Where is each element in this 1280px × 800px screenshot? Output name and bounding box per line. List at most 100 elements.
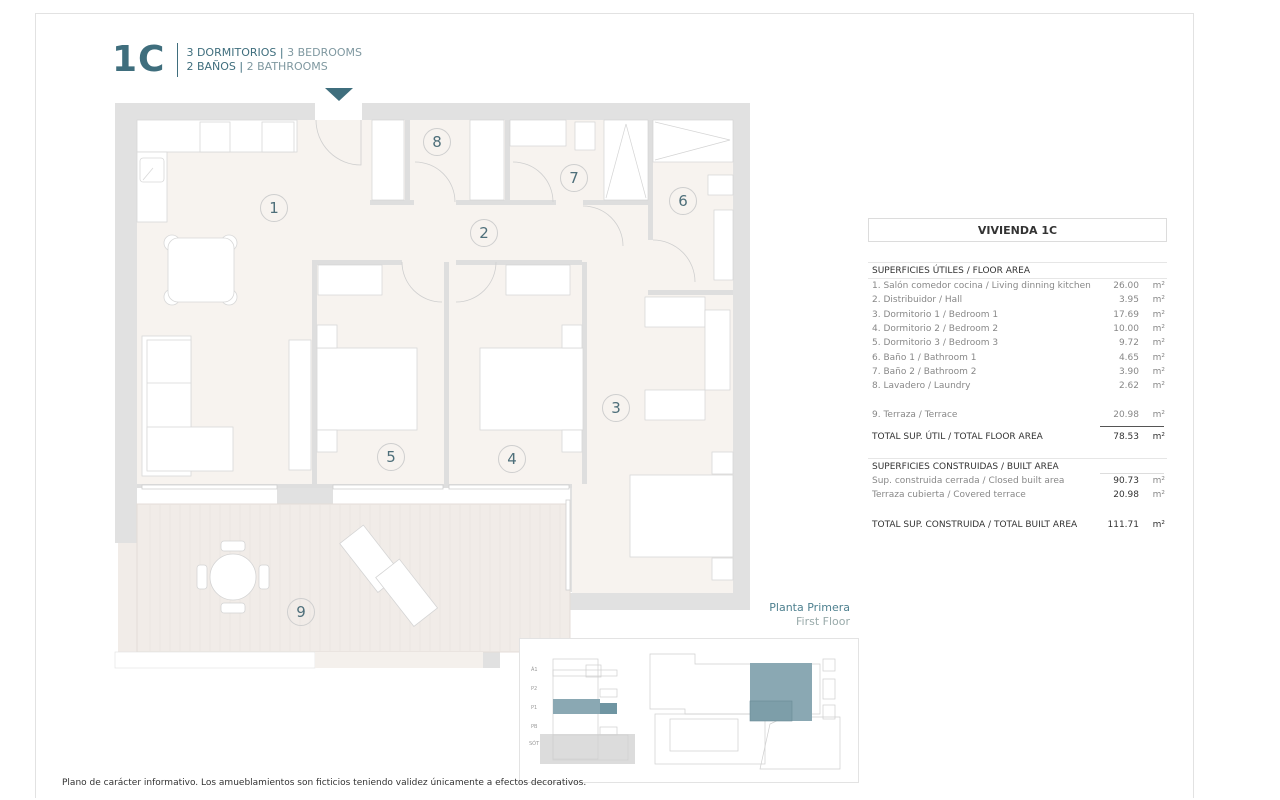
unit-code: 1C — [112, 39, 166, 80]
room-number-7: 7 — [560, 164, 588, 192]
row-unit: m² — [1152, 366, 1165, 377]
kitchen — [136, 119, 298, 223]
total-floor-area-row: TOTAL SUP. ÚTIL / TOTAL FLOOR AREA 78.53… — [868, 430, 1167, 444]
level-label-sot: SÓT — [529, 741, 540, 747]
floor-row: 4. Dormitorio 2 / Bedroom 2 10.00 m² — [868, 322, 1167, 336]
room-number-6: 6 — [669, 187, 697, 215]
row-unit: m² — [1152, 309, 1165, 320]
bath-fixtures — [469, 119, 734, 281]
row-unit: m² — [1152, 352, 1165, 363]
floor-row: 1. Salón comedor cocina / Living dinning… — [868, 279, 1167, 293]
row-value: 10.00 — [1113, 324, 1139, 335]
windows — [141, 484, 571, 591]
bedrooms-sep: | — [279, 46, 284, 59]
row-unit: m² — [1152, 338, 1165, 349]
built-row: Terraza cubierta / Covered terrace 20.98… — [868, 488, 1167, 502]
bedrooms-line: 3 DORMITORIOS | 3 BEDROOMS — [186, 46, 362, 60]
total-label: TOTAL SUP. ÚTIL / TOTAL FLOOR AREA — [872, 431, 1043, 442]
total-value: 111.71 — [1107, 520, 1140, 531]
level-label-p1: P1 — [531, 705, 538, 711]
total-divider — [1100, 425, 1164, 427]
room-number-4: 4 — [498, 445, 526, 473]
row-label: 8. Lavadero / Laundry — [872, 381, 971, 392]
bathrooms-sep: | — [239, 60, 244, 73]
row-label: Terraza cubierta / Covered terrace — [872, 490, 1026, 501]
level-label-pb: PB — [531, 724, 538, 730]
room-number-1: 1 — [260, 194, 288, 222]
room-number-5: 5 — [377, 443, 405, 471]
total-unit: m² — [1152, 520, 1165, 531]
terrace — [114, 503, 571, 669]
row-label: 4. Dormitorio 2 / Bedroom 2 — [872, 324, 999, 335]
entrance-arrow-icon — [325, 88, 353, 101]
terrace-furniture — [196, 524, 439, 628]
row-value: 26.00 — [1113, 281, 1139, 292]
row-label: 1. Salón comedor cocina / Living dinning… — [872, 281, 1091, 292]
row-value: 20.98 — [1113, 490, 1139, 501]
floor-label-es: Planta Primera — [769, 601, 850, 614]
row-value: 17.69 — [1113, 309, 1139, 320]
sofa — [141, 335, 234, 477]
level-label-a1: Á1 — [531, 667, 538, 673]
bedrooms-en: 3 BEDROOMS — [287, 46, 363, 59]
floor-row: 8. Lavadero / Laundry 2.62 m² — [868, 379, 1167, 393]
locator-drawing — [540, 653, 841, 770]
dining-table — [163, 234, 238, 306]
row-value: 3.95 — [1118, 295, 1139, 306]
built-row: Sup. construida cerrada / Closed built a… — [868, 474, 1167, 488]
floor-row: 5. Dormitorio 3 / Bedroom 3 9.72 m² — [868, 336, 1167, 350]
wardrobes — [317, 119, 731, 421]
room-number-2: 2 — [470, 219, 498, 247]
row-unit: m² — [1152, 281, 1165, 292]
row-value: 90.73 — [1113, 475, 1139, 486]
floor-label: Planta Primera First Floor — [769, 601, 850, 629]
bathrooms-es: 2 BAÑOS — [186, 60, 236, 73]
floor-row: 2. Distribuidor / Hall 3.95 m² — [868, 293, 1167, 307]
total-unit: m² — [1152, 431, 1165, 442]
unit-header: 1C 3 DORMITORIOS | 3 BEDROOMS 2 BAÑOS | … — [112, 42, 362, 78]
total-value: 78.53 — [1113, 431, 1139, 442]
floor-area-heading: SUPERFICIES ÚTILES / FLOOR AREA — [868, 262, 1167, 279]
page-frame — [35, 13, 1194, 798]
level-label-p2: P2 — [531, 686, 538, 692]
floor-label-en: First Floor — [795, 615, 850, 628]
disclaimer: Plano de carácter informativo. Los amueb… — [62, 778, 587, 788]
bathrooms-line: 2 BAÑOS | 2 BATHROOMS — [186, 60, 362, 74]
built-area-heading: SUPERFICIES CONSTRUIDAS / BUILT AREA — [868, 457, 1167, 473]
room-number-3: 3 — [602, 394, 630, 422]
beds — [316, 324, 734, 581]
bathrooms-en: 2 BATHROOMS — [246, 60, 328, 73]
row-unit: m² — [1152, 409, 1165, 420]
area-summary: VIVIENDA 1C SUPERFICIES ÚTILES / FLOOR A… — [868, 218, 1167, 532]
row-label: 2. Distribuidor / Hall — [872, 295, 963, 306]
floor-row: 3. Dormitorio 1 / Bedroom 1 17.69 m² — [868, 308, 1167, 322]
room-number-8: 8 — [423, 128, 451, 156]
row-unit: m² — [1152, 381, 1165, 392]
row-value: 4.65 — [1118, 352, 1139, 363]
unit-specs: 3 DORMITORIOS | 3 BEDROOMS 2 BAÑOS | 2 B… — [186, 46, 362, 74]
locator-key-plan: Á1 P2 P1 PB SÓT — [519, 638, 859, 783]
door-swings — [315, 119, 696, 303]
header-divider — [177, 43, 179, 77]
row-value: 9.72 — [1118, 338, 1139, 349]
row-value: 2.62 — [1118, 381, 1139, 392]
row-label: 7. Baño 2 / Bathroom 2 — [872, 366, 977, 377]
total-built-area-row: TOTAL SUP. CONSTRUIDA / TOTAL BUILT AREA… — [868, 518, 1167, 532]
room-number-9: 9 — [287, 598, 315, 626]
row-label: Sup. construida cerrada / Closed built a… — [872, 475, 1065, 486]
row-value: 20.98 — [1113, 409, 1139, 420]
row-unit: m² — [1152, 295, 1165, 306]
spacer — [868, 393, 1167, 407]
row-value: 3.90 — [1118, 366, 1139, 377]
row-unit: m² — [1152, 324, 1165, 335]
terrace-row: 9. Terraza / Terrace 20.98 m² — [868, 407, 1167, 421]
total-label: TOTAL SUP. CONSTRUIDA / TOTAL BUILT AREA — [872, 520, 1078, 531]
summary-title: VIVIENDA 1C — [868, 218, 1167, 242]
floor-row: 6. Baño 1 / Bathroom 1 4.65 m² — [868, 350, 1167, 364]
row-label: 6. Baño 1 / Bathroom 1 — [872, 352, 977, 363]
row-label: 3. Dormitorio 1 / Bedroom 1 — [872, 309, 999, 320]
built-divider — [1100, 472, 1164, 474]
row-unit: m² — [1152, 490, 1165, 501]
row-label: 5. Dormitorio 3 / Bedroom 3 — [872, 338, 999, 349]
